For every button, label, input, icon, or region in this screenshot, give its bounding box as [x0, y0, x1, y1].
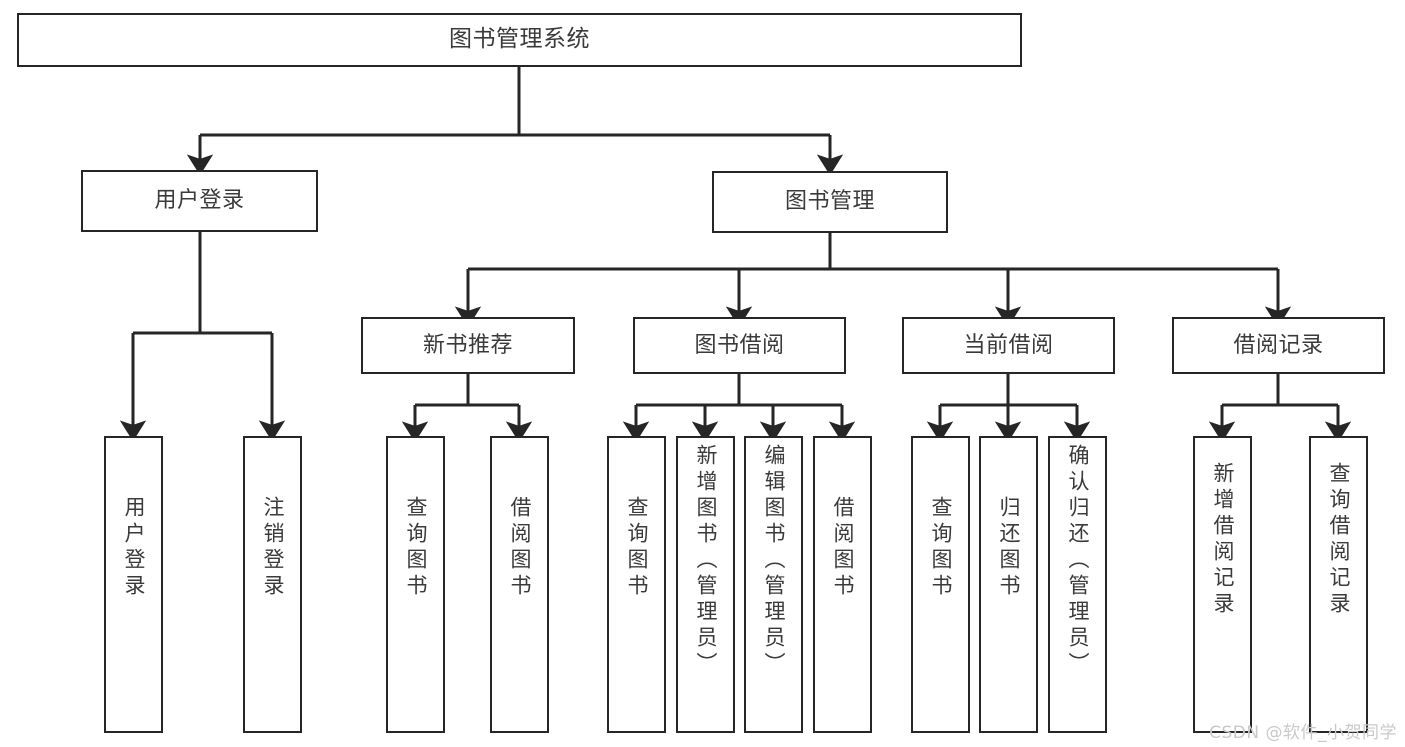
leaf-label: 借阅图书 [508, 496, 532, 600]
leaf-label: 用户登录 [122, 496, 146, 600]
leaf-confirm-return-admin[interactable]: 确认归还（管理员） [1048, 436, 1107, 733]
node-borrow-records[interactable]: 借阅记录 [1172, 317, 1385, 374]
node-label: 借阅记录 [1233, 332, 1324, 358]
leaf-label: 归还图书 [997, 496, 1021, 600]
node-label: 新书推荐 [422, 332, 513, 358]
node-book-borrowing[interactable]: 图书借阅 [633, 317, 846, 374]
leaf-query-book-new[interactable]: 查询图书 [386, 436, 445, 733]
leaf-label: 查询借阅记录 [1327, 462, 1351, 618]
node-label: 当前借阅 [963, 332, 1054, 358]
node-label: 用户登录 [154, 188, 245, 214]
leaf-edit-book-admin[interactable]: 编辑图书（管理员） [744, 436, 803, 733]
leaf-logout[interactable]: 注销登录 [243, 436, 302, 733]
node-new-book-recommendation[interactable]: 新书推荐 [361, 317, 575, 374]
node-label: 图书管理 [784, 189, 875, 215]
leaf-add-book-admin[interactable]: 新增图书（管理员） [676, 436, 735, 733]
node-current-borrowing[interactable]: 当前借阅 [902, 317, 1115, 374]
leaf-label: 借阅图书 [831, 496, 855, 600]
leaf-return-book[interactable]: 归还图书 [979, 436, 1038, 733]
leaf-label: 查询图书 [929, 496, 953, 600]
node-book-management[interactable]: 图书管理 [712, 171, 948, 233]
leaf-borrow-book-new[interactable]: 借阅图书 [490, 436, 549, 733]
leaf-query-book-current[interactable]: 查询图书 [911, 436, 970, 733]
leaf-label: 注销登录 [261, 496, 285, 600]
node-user-login[interactable]: 用户登录 [81, 170, 318, 232]
leaf-label: 查询图书 [625, 496, 649, 600]
leaf-label: 编辑图书（管理员） [762, 444, 786, 678]
node-label: 图书借阅 [694, 332, 785, 358]
leaf-label: 确认归还（管理员） [1066, 444, 1090, 678]
leaf-borrow-book[interactable]: 借阅图书 [813, 436, 872, 733]
leaf-query-book-borrow[interactable]: 查询图书 [607, 436, 666, 733]
node-label: 图书管理系统 [449, 26, 590, 53]
leaf-user-login[interactable]: 用户登录 [104, 436, 163, 733]
leaf-add-borrow-record[interactable]: 新增借阅记录 [1193, 436, 1252, 733]
leaf-label: 新增借阅记录 [1211, 462, 1235, 618]
leaf-label: 新增图书（管理员） [694, 444, 718, 678]
leaf-label: 查询图书 [404, 496, 428, 600]
node-book-management-system[interactable]: 图书管理系统 [17, 13, 1022, 67]
leaf-query-borrow-record[interactable]: 查询借阅记录 [1309, 436, 1368, 733]
